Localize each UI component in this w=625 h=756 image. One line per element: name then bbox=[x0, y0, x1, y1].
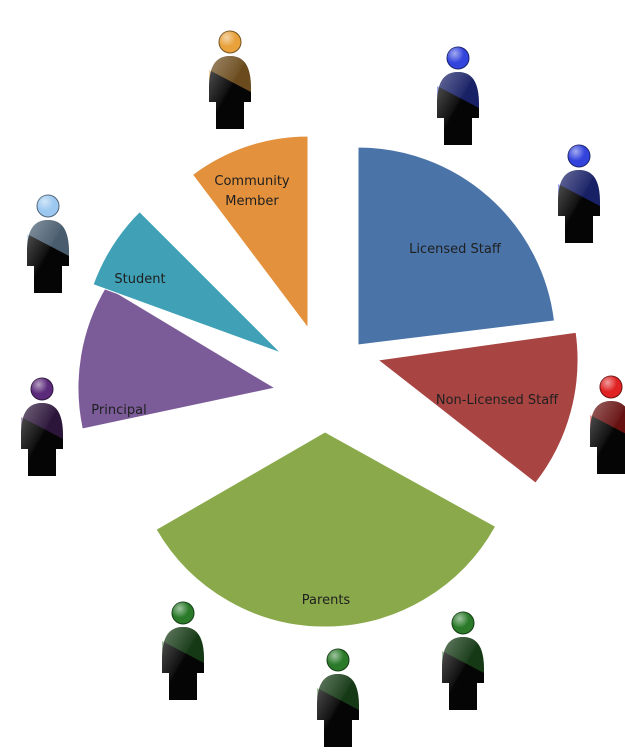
person-icon bbox=[209, 30, 251, 129]
person-icon bbox=[558, 144, 600, 243]
segment-principal bbox=[77, 285, 277, 430]
segment-non-licensed-staff bbox=[376, 331, 579, 484]
person-icon bbox=[27, 194, 69, 293]
person-icon bbox=[317, 648, 359, 747]
segment-community-member bbox=[191, 135, 309, 330]
segment-label-licensed-staff: Licensed Staff bbox=[409, 242, 502, 257]
segment-licensed-staff bbox=[357, 146, 556, 346]
person-icon bbox=[21, 377, 63, 476]
person-icon bbox=[442, 611, 484, 710]
segment-label-principal: Principal bbox=[91, 403, 146, 418]
segment-label-non-licensed-staff: Non-Licensed Staff bbox=[436, 393, 559, 408]
person-icon bbox=[590, 375, 625, 474]
segment-student bbox=[92, 210, 282, 354]
person-icon bbox=[437, 46, 479, 145]
person-icon bbox=[162, 601, 204, 700]
segment-label-student: Student bbox=[114, 272, 165, 287]
segment-parents bbox=[155, 431, 497, 628]
segment-label-parents: Parents bbox=[302, 593, 351, 608]
